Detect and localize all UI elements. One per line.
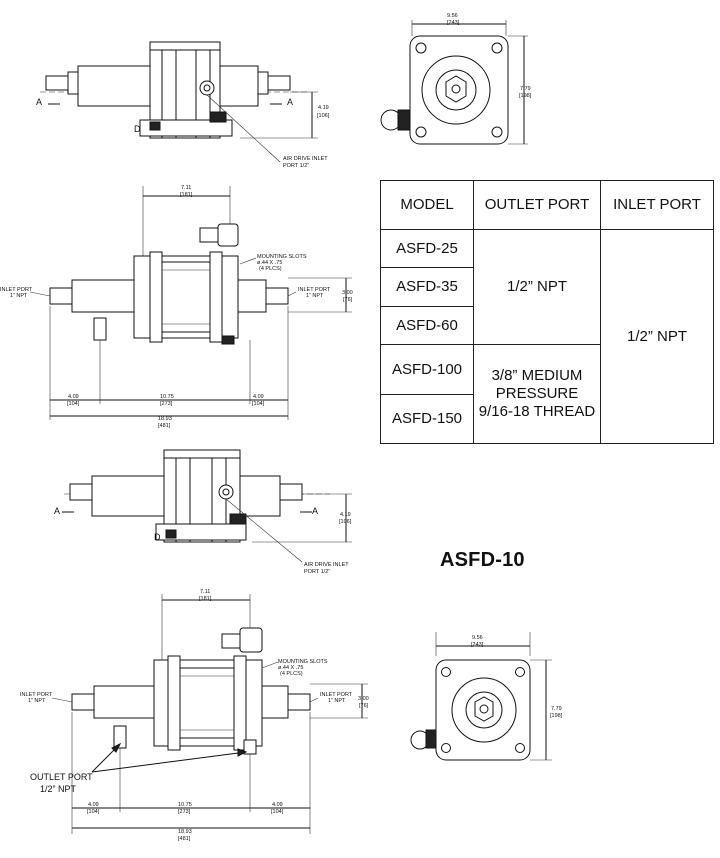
plan2-dim-right: 4.09 [272, 802, 283, 808]
side-view-2 [62, 449, 352, 563]
plan1-overall-mm: [481] [158, 423, 171, 429]
model-cell: ASFD-25 [380, 228, 474, 269]
plan1-mounting-line2: ø.44 X .75 [257, 260, 282, 266]
plan1-dim-left: 4.09 [68, 394, 79, 400]
plan2-right-dim-mm: [76] [359, 703, 369, 709]
model-cell: ASFD-150 [380, 393, 474, 445]
side2-height-dim: 4.19 [340, 512, 351, 518]
model-cell: ASFD-100 [380, 344, 474, 395]
port-spec-table: MODEL OUTLET PORT INLET PORT ASFD-25 1/2… [380, 180, 714, 445]
plan2-overall: 18.93 [178, 829, 192, 835]
plan1-overall: 18.93 [158, 416, 172, 422]
inlet-cell: 1/2” NPT [600, 229, 714, 444]
plan1-inlet-right-line2: 1” NPT [306, 293, 324, 299]
end-view-2 [410, 632, 552, 761]
model-cell: ASFD-60 [380, 305, 474, 346]
top-height-dim: 4.19 [318, 105, 329, 111]
plan1-mounting-line3: (4 PLCS) [259, 266, 282, 272]
end2-height-mm: [198] [550, 713, 563, 719]
plan2-mounting-line1: MOUNTING SLOTS [278, 659, 328, 665]
top-section-a-right: A [287, 97, 293, 107]
plan2-outlet-line2: 1/2” NPT [40, 784, 77, 794]
table-header-row: MODEL OUTLET PORT INLET PORT [380, 180, 714, 230]
table-row: ASFD-150 [380, 393, 714, 445]
plan1-dim-mid: 10.75 [160, 394, 174, 400]
plan2-outlet-line1: OUTLET PORT [30, 772, 93, 782]
plan2-right-dim: 3.00 [358, 696, 369, 702]
plan2-dim-mid: 10.75 [178, 802, 192, 808]
plan1-inlet-right-line1: INLET PORT [298, 287, 331, 293]
top-section-a-left: A [36, 97, 42, 107]
plan1-mounting-line1: MOUNTING SLOTS [257, 254, 307, 260]
plan-view-1 [29, 186, 352, 420]
plan2-mounting-line2: ø.44 X .75 [278, 665, 303, 671]
model-title: ASFD-10 [440, 549, 525, 571]
header-inlet-port: INLET PORT [600, 180, 714, 230]
plan2-top-dim: 7.11 [200, 589, 210, 595]
plan1-right-dim: 3.00 [342, 290, 353, 296]
outlet-group2-line1: 3/8” MEDIUM [491, 367, 583, 385]
top-end-height: 7.79 [520, 86, 531, 92]
plan1-dim-right: 4.09 [253, 394, 264, 400]
table-row: ASFD-25 1/2” NPT 1/2” NPT [380, 228, 714, 444]
plan1-right-dim-mm: [76] [343, 297, 353, 303]
plan1-top-dim-mm: [181] [180, 192, 193, 198]
plan1-dim-mid-mm: [273] [160, 401, 173, 407]
top-end-view [380, 20, 528, 145]
end2-height: 7.79 [551, 706, 562, 712]
outlet-group2-line3: 9/16-18 THREAD [478, 403, 596, 421]
plan2-inlet-right-line1: INLET PORT [320, 692, 353, 698]
plan1-inlet-left-line1: INLET PORT [0, 287, 33, 293]
top-end-height-mm: [198] [519, 93, 532, 99]
side2-section-d: D [154, 532, 161, 542]
plan1-dim-left-mm: [104] [67, 401, 80, 407]
plan2-top-dim-mm: [181] [199, 596, 212, 602]
header-outlet-port: OUTLET PORT [473, 180, 601, 230]
outlet-cell-group2: 3/8” MEDIUM PRESSURE 9/16-18 THREAD [473, 344, 601, 444]
top-air-drive-line2: PORT 1/2” [283, 163, 309, 169]
plan1-dim-right-mm: [104] [252, 401, 265, 407]
side2-air-drive-line2: PORT 1/2” [304, 569, 330, 575]
side2-section-a-left: A [54, 506, 60, 516]
outlet-group2-line2: PRESSURE [495, 385, 579, 403]
top-height-dim-mm: [106] [317, 113, 330, 119]
plan2-overall-mm: [481] [178, 836, 191, 842]
end2-width-mm: [243] [471, 642, 484, 648]
top-air-drive-line1: AIR DRIVE INLET [283, 156, 328, 162]
side2-air-drive-line1: AIR DRIVE INLET [304, 562, 349, 568]
top-side-view [40, 41, 318, 163]
model-cell: ASFD-35 [380, 267, 474, 307]
top-end-width-mm: [243] [447, 20, 460, 26]
plan2-dim-right-mm: [104] [271, 809, 284, 815]
top-end-width: 9.56 [447, 13, 458, 19]
table-row: ASFD-60 [380, 305, 714, 346]
table-row: ASFD-100 3/8” MEDIUM PRESSURE 9/16-18 TH… [380, 344, 714, 444]
side2-height-dim-mm: [106] [339, 519, 352, 525]
plan-view-2 [51, 594, 368, 834]
plan2-dim-left-mm: [104] [87, 809, 100, 815]
top-section-d: D [134, 124, 141, 134]
plan2-inlet-left-line2: 1” NPT [28, 698, 46, 704]
plan2-inlet-right-line2: 1” NPT [328, 698, 346, 704]
end2-width: 9.56 [472, 635, 483, 641]
table-row: ASFD-35 [380, 267, 714, 307]
plan2-mounting-line3: (4 PLCS) [280, 671, 303, 677]
plan1-top-dim: 7.11 [181, 185, 191, 191]
header-model: MODEL [380, 180, 474, 230]
outlet-cell-group1: 1/2” NPT [473, 228, 601, 346]
plan2-dim-left: 4.09 [88, 802, 99, 808]
plan1-inlet-left-line2: 1” NPT [10, 293, 28, 299]
side2-section-a-right: A [312, 506, 318, 516]
plan2-inlet-left-line1: INLET PORT [20, 692, 53, 698]
plan2-dim-mid-mm: [273] [178, 809, 191, 815]
